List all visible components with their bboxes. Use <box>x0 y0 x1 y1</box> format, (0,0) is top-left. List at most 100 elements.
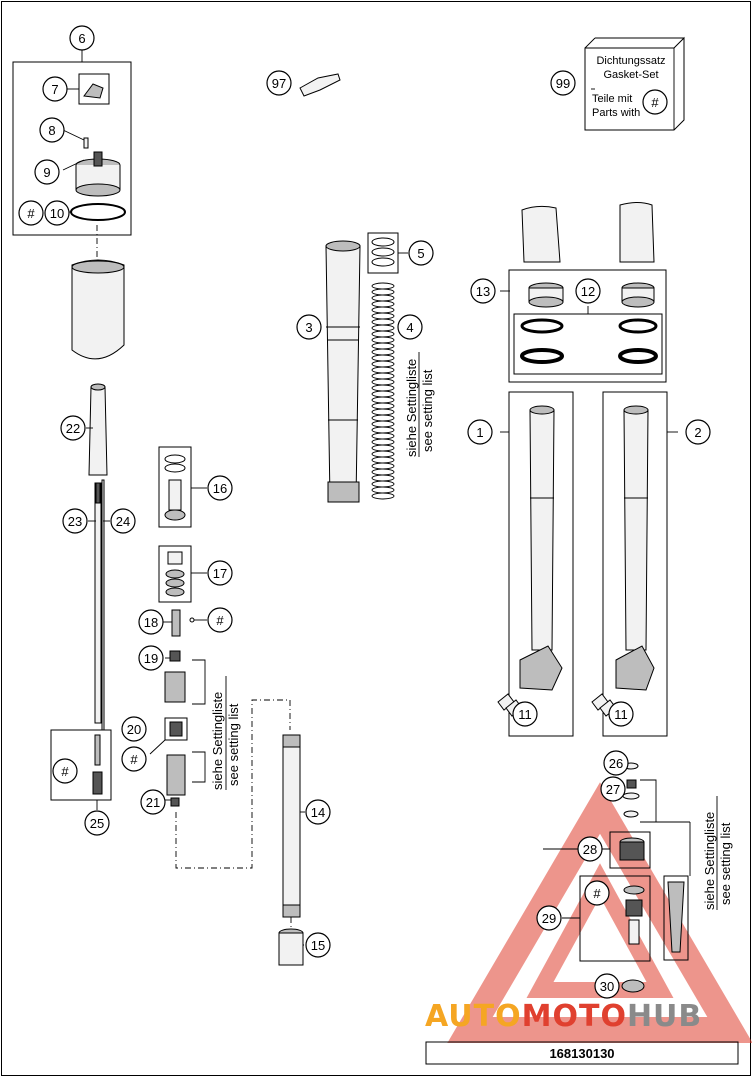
callout-4: 4 <box>397 314 423 340</box>
spring-coil <box>371 396 395 404</box>
spring-coil <box>371 366 395 374</box>
callout-15: 15 <box>305 932 331 958</box>
spring-coil <box>371 438 395 446</box>
callout-2: 2 <box>685 419 711 445</box>
callout-hash-25-label: # <box>61 764 69 779</box>
callout-97-label: 97 <box>272 76 286 91</box>
valve-part-29 <box>623 885 645 945</box>
callout-19-circle <box>138 645 164 671</box>
screw-part <box>83 137 89 149</box>
callout-4-circle <box>397 314 423 340</box>
short-spring-part <box>371 237 395 267</box>
setting-list-en-right: see setting list <box>718 822 733 905</box>
callout-hash-29-circle <box>584 880 610 906</box>
spring-coil <box>371 378 395 386</box>
callout-22-circle <box>60 415 86 441</box>
setting-list-en-mid: see setting list <box>226 703 241 786</box>
callout-18: 18 <box>138 609 164 635</box>
callout-27-label: 27 <box>606 782 620 797</box>
callout-26-label: 26 <box>609 756 623 771</box>
setting-list-en-4: see setting list <box>420 369 435 452</box>
callout-hash-kit: # <box>642 89 668 115</box>
watermark-auto-text: AUTO <box>425 999 522 1034</box>
callout-11-left-circle <box>512 701 538 727</box>
callout-hash-25: # <box>52 758 78 784</box>
callout-7-label: 7 <box>51 82 58 97</box>
setting-list-de-mid: siehe Settingliste <box>210 692 225 790</box>
callout-11-right: 11 <box>608 701 634 727</box>
callout-hash-29: # <box>584 880 610 906</box>
adjuster-rod-part <box>101 479 105 731</box>
callout-8: 8 <box>39 117 65 143</box>
callout-10: 10 <box>44 200 70 226</box>
spring-coil <box>371 390 395 398</box>
callout-10-circle <box>44 200 70 226</box>
parts-with-label-en: Parts with <box>592 107 640 119</box>
adjuster-bracket-part <box>83 83 104 99</box>
callout-3: 3 <box>296 314 322 340</box>
spring-coil <box>371 456 395 464</box>
callout-2-circle <box>685 419 711 445</box>
valve-assembly-box <box>50 729 112 801</box>
callout-11-left-label: 11 <box>518 707 532 722</box>
callout-16-label: 16 <box>213 481 227 496</box>
callout-hash-cap-label: # <box>27 206 35 221</box>
piston-box-20 <box>164 717 188 741</box>
spring-coil <box>371 336 395 344</box>
spring-coil <box>371 282 395 290</box>
callout-29-circle <box>536 905 562 931</box>
shim-stack-19 <box>164 650 186 703</box>
bushing-left <box>528 282 564 308</box>
callout-24-label: 24 <box>116 514 130 529</box>
fork-leg-left-part <box>497 405 563 717</box>
callout-18-label: 18 <box>144 615 158 630</box>
callout-26-circle <box>603 750 629 776</box>
spring-coil <box>371 450 395 458</box>
fork-leg-right-box <box>602 391 668 737</box>
watermark-logo: AUTOMOTOHUB <box>425 999 701 1034</box>
seal-kit-box <box>508 269 667 383</box>
callout-30: 30 <box>594 973 620 999</box>
spring-coil <box>371 306 395 314</box>
spring-coil <box>371 444 395 452</box>
spring-coil <box>371 480 395 488</box>
valve-part-17 <box>165 551 185 597</box>
fork-leg-left-box <box>508 391 574 737</box>
callout-hash-20-label: # <box>130 752 138 767</box>
callout-28: 28 <box>577 836 603 862</box>
cap-assembly-box <box>12 61 132 236</box>
piston-rod-head-part <box>88 386 108 476</box>
callout-25: 25 <box>84 810 110 836</box>
valve-box-28 <box>609 831 651 869</box>
watermark-moto-text: MOTO <box>522 999 627 1034</box>
spring-coil <box>371 354 395 362</box>
spring-coil <box>371 402 395 410</box>
callout-12: 12 <box>575 278 601 304</box>
callout-1-circle <box>467 419 493 445</box>
callout-9-circle <box>34 159 60 185</box>
callout-hash-20-circle <box>121 746 147 772</box>
callout-14-circle <box>305 799 331 825</box>
callout-13: 13 <box>470 278 496 304</box>
shim-stack-21 <box>166 754 186 807</box>
callout-24: 24 <box>110 508 136 534</box>
callout-9-label: 9 <box>43 165 50 180</box>
callout-3-circle <box>296 314 322 340</box>
valve-box-16 <box>158 446 192 528</box>
seals-right <box>618 318 658 364</box>
callout-hash-kit-circle <box>642 89 668 115</box>
callout-8-label: 8 <box>48 123 55 138</box>
setting-list-de-4: siehe Settingliste <box>404 359 419 457</box>
callout-21-circle <box>140 789 166 815</box>
spring-coil <box>371 372 395 380</box>
spring-coil <box>371 312 395 320</box>
needle-spring-part <box>92 771 103 795</box>
callout-hash-kit-label: # <box>651 95 659 110</box>
spring-coil <box>371 486 395 494</box>
callout-23-label: 23 <box>68 514 82 529</box>
callout-3-label: 3 <box>305 320 312 335</box>
callout-24-circle <box>110 508 136 534</box>
bushing-right <box>621 282 655 308</box>
callout-hash-29-label: # <box>593 886 601 901</box>
